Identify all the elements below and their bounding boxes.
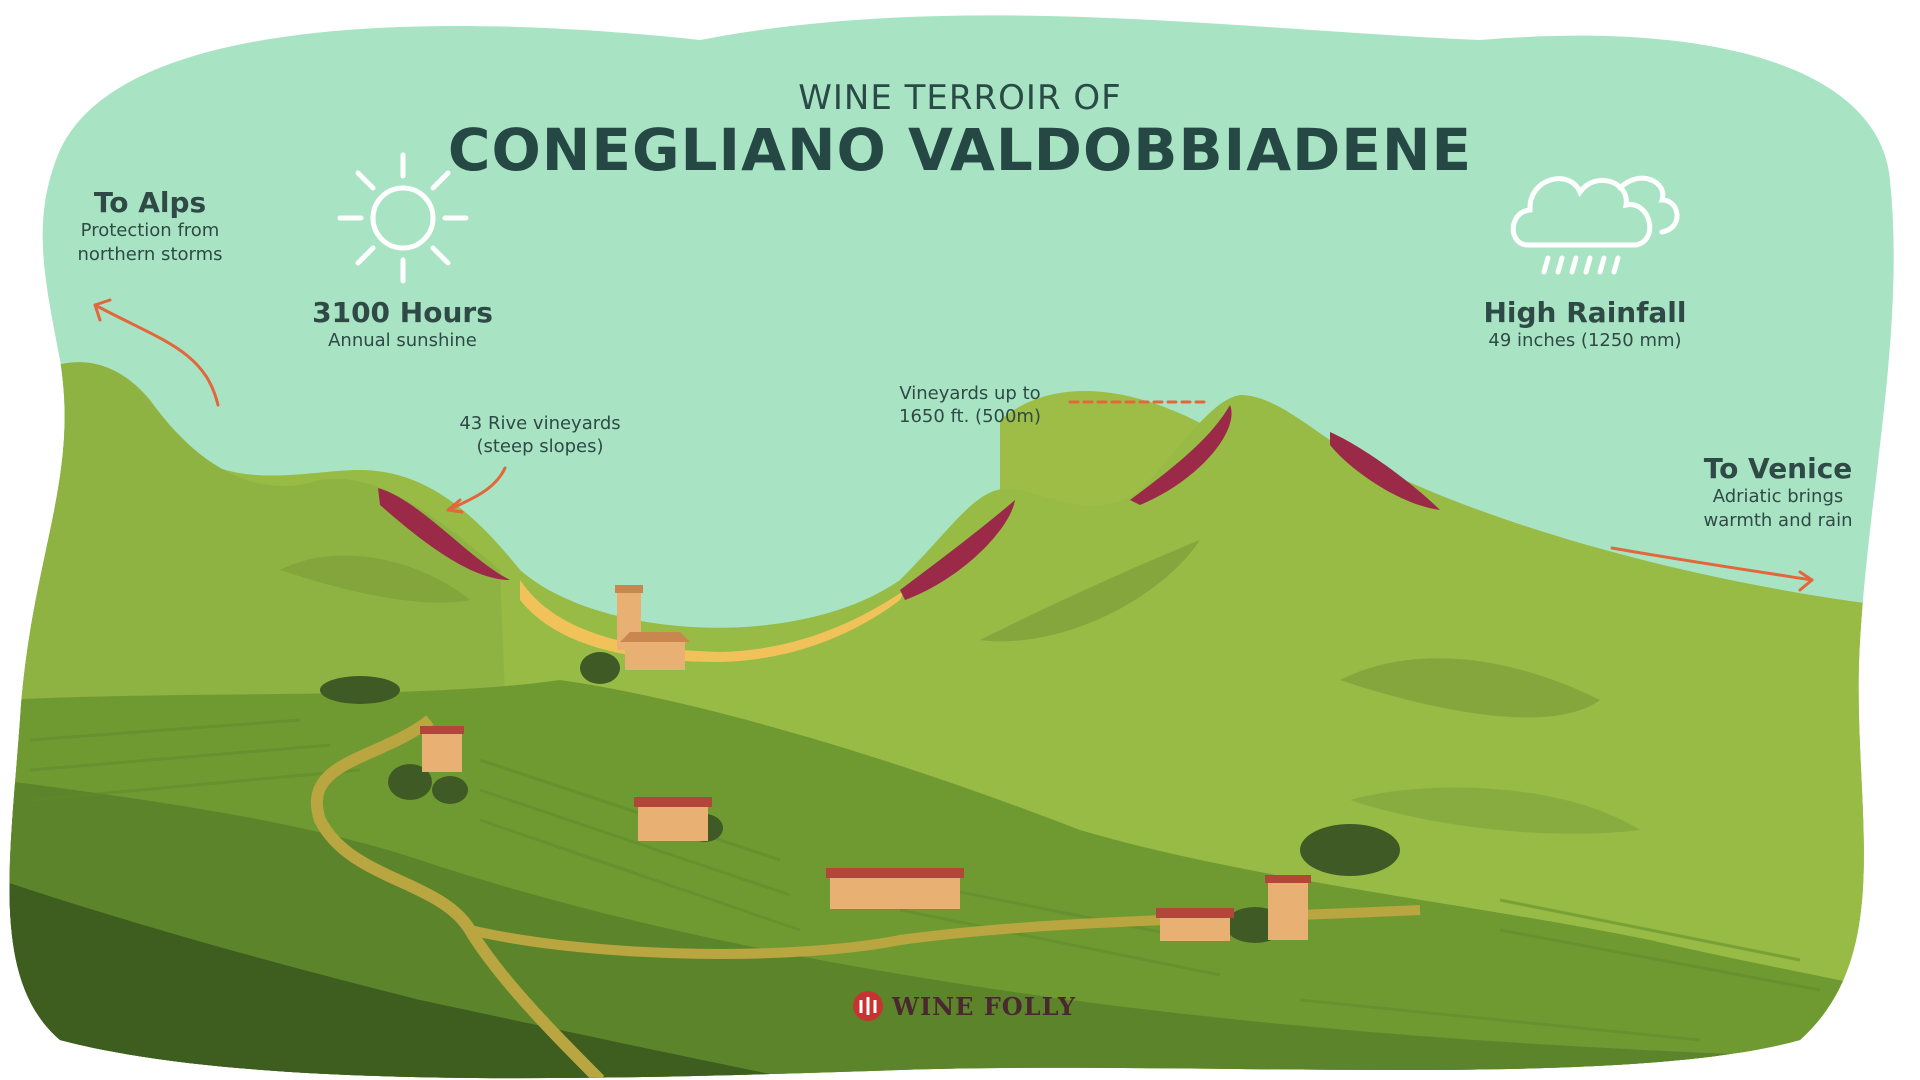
callout-rainfall: High Rainfall 49 inches (1250 mm) [1460,296,1710,353]
callout-venice-line: warmth and rain [1703,510,1853,531]
hill-shadow [1340,658,1600,718]
vine-rows [29,718,1821,1042]
callout-sunshine: 3100 Hours Annual sunshine [280,296,525,353]
callout-alps-title: To Alps [93,186,207,219]
rive-vineyard [378,488,510,580]
golden-slope [520,580,905,662]
label-rive-vineyards: 43 Rive vineyards (steep slopes) [430,412,650,458]
callout-alps: To Alps Protection from northern storms [40,186,260,267]
arrow-right-icon [1610,546,1814,592]
brand-name: WINE FOLLY [892,991,1077,1021]
road [311,715,605,1079]
vineyard-valley-dark [9,880,800,1079]
callout-rainfall-title: High Rainfall [1483,296,1687,329]
callout-rainfall-subtitle: 49 inches (1250 mm) [1488,330,1682,351]
wine-folly-logo-icon [853,991,883,1021]
castle-tower [615,585,690,670]
label-altitude: Vineyards up to 1650 ft. (500m) [880,382,1060,428]
rive-vineyard [1130,405,1232,505]
rain-cloud-icon [1510,175,1680,275]
hill-shadow [980,540,1200,642]
sun-icon [337,152,469,284]
arrow-up-left-icon [93,298,220,407]
callout-sunshine-subtitle: Annual sunshine [328,330,477,351]
callout-alps-line: northern storms [77,244,223,265]
callout-venice-title: To Venice [1703,452,1853,485]
page-eyebrow: WINE TERROIR OF [798,78,1122,118]
callout-venice: To Venice Adriatic brings warmth and rai… [1668,452,1888,533]
page-title: CONEGLIANO VALDOBBIADENE [447,116,1473,184]
label-altitude-line: 1650 ft. (500m) [899,406,1041,427]
callout-alps-line: Protection from [80,220,220,241]
callout-sunshine-title: 3100 Hours [312,296,493,329]
label-rive-line: 43 Rive vineyards [459,413,621,434]
callout-venice-line: Adriatic brings [1712,486,1844,507]
farmhouse [420,726,1311,941]
rive-vineyard [900,500,1015,600]
arrow-down-left-icon [446,466,507,514]
label-rive-line: (steep slopes) [476,436,604,457]
tree-clump [320,652,1400,943]
vineyard-valley-lower [9,780,1894,1079]
rive-vineyard [1330,432,1440,510]
brand-logo: WINE FOLLY [848,986,1076,1026]
hill-shadow [280,555,470,603]
hill-shadow [1350,787,1640,834]
label-altitude-line: Vineyards up to [899,383,1041,404]
